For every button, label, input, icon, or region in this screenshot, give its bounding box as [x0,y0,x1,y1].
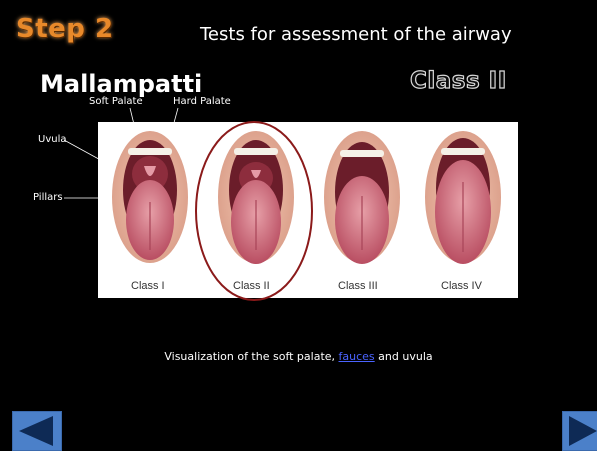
caption: Visualization of the soft palate, fauces… [0,350,597,363]
fauces-link[interactable]: fauces [339,350,375,363]
next-slide-button[interactable] [562,411,597,451]
left-arrow-icon [19,416,53,446]
caption-text-before: Visualization of the soft palate, [164,350,338,363]
previous-slide-button[interactable] [12,411,62,451]
caption-text-after: and uvula [375,350,433,363]
right-arrow-icon [569,416,597,446]
